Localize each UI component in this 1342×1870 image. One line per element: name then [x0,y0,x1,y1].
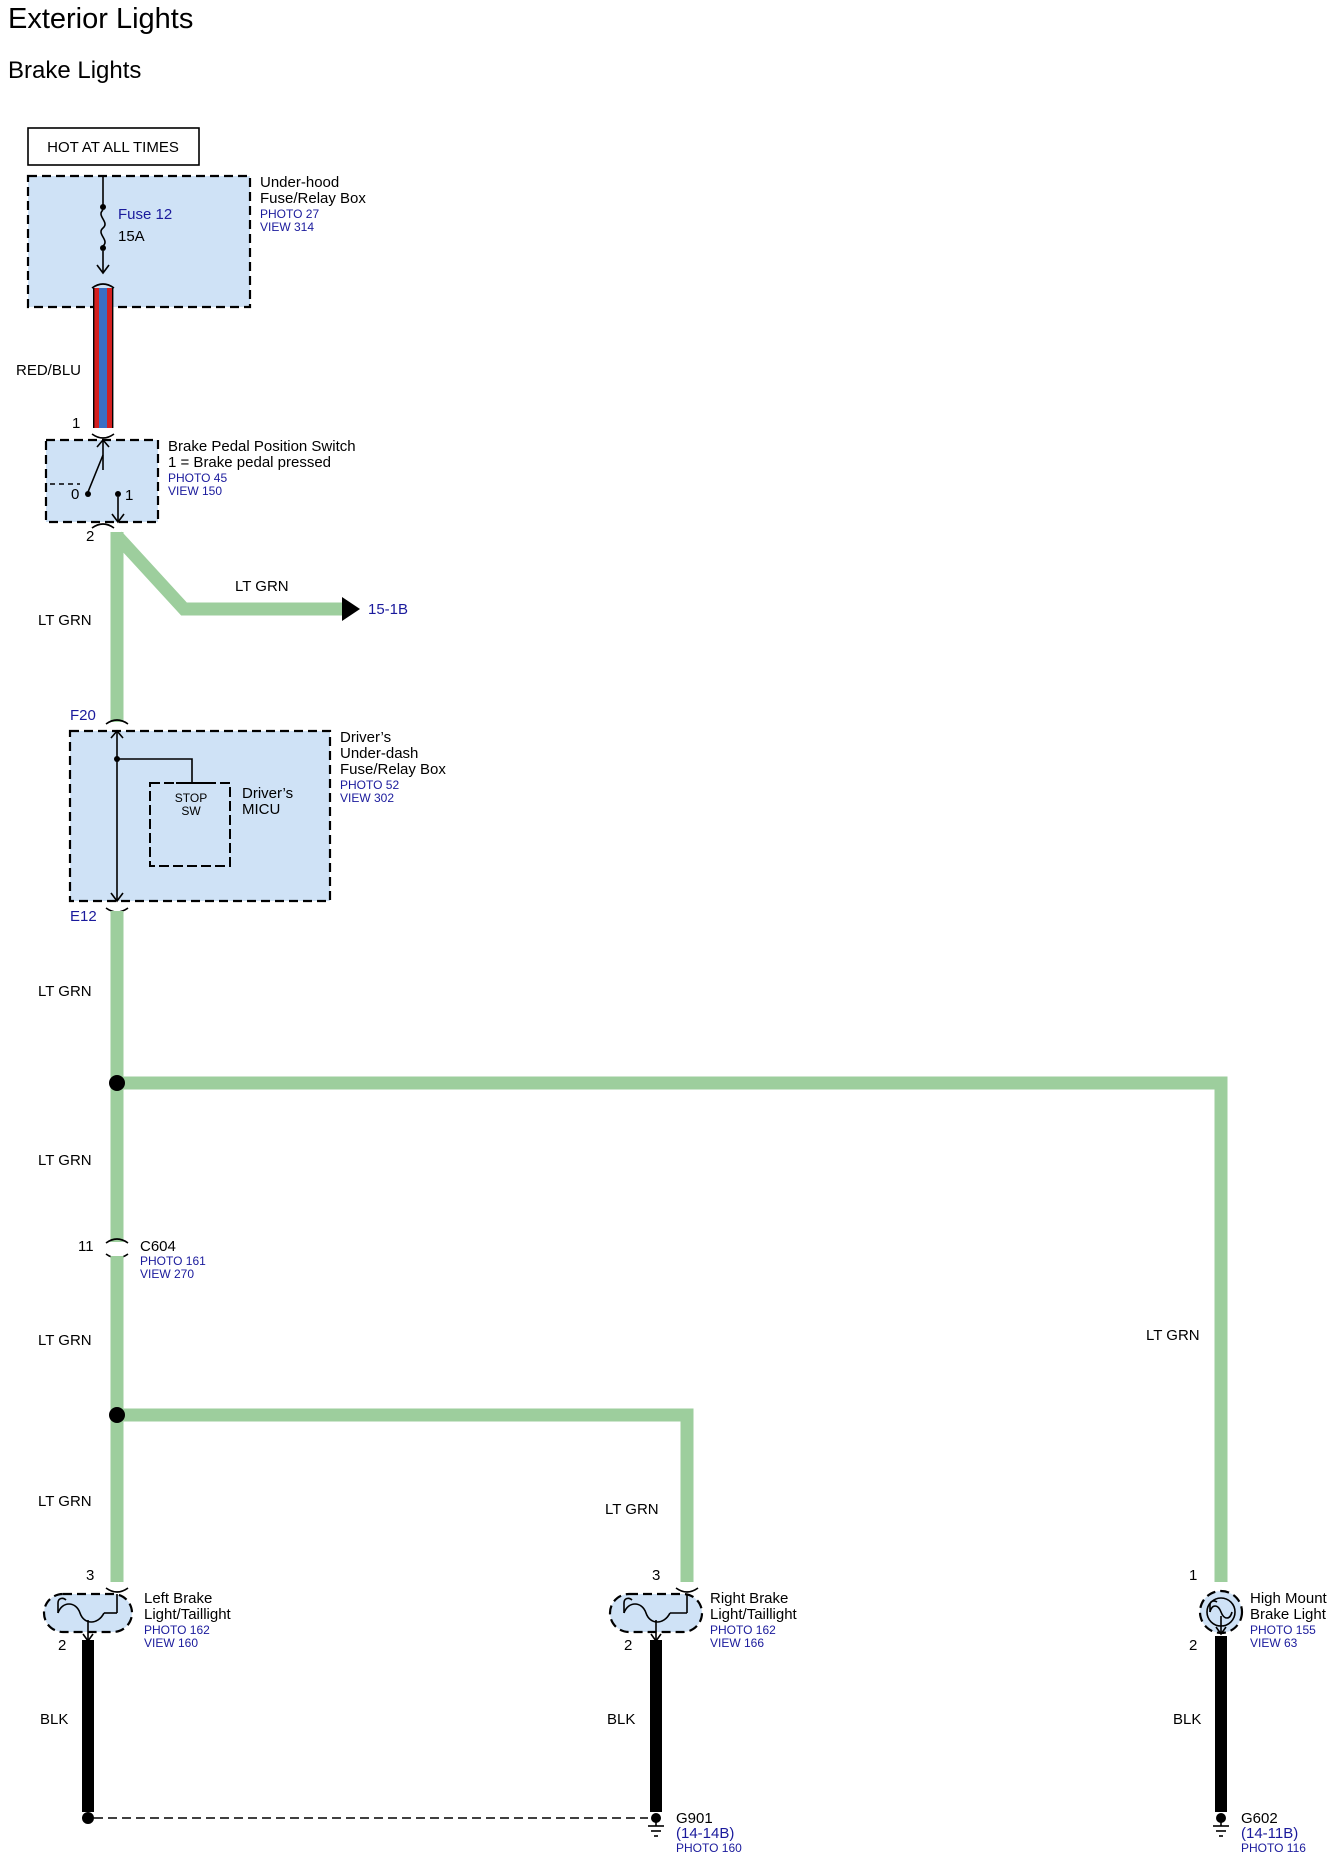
high-mount-name-line2: Brake Light [1250,1606,1327,1623]
left-light-name-line1: Left Brake [144,1590,212,1607]
switch-name-line1: Brake Pedal Position Switch [168,438,356,455]
power-source-label: HOT AT ALL TIMES [27,127,200,166]
switch-position-1: 1 [125,487,133,504]
fuse-rating: 15A [118,228,145,245]
wire-to-right-light [117,1408,694,1582]
switch-photo: PHOTO 45 [168,471,227,485]
switch-blade-icon [87,454,104,493]
connector-fuse-box-bottom [91,283,115,289]
dash-box-name-line1: Driver’s [340,729,391,746]
right-light-view: VIEW 166 [710,1636,764,1650]
micu-name-line2: MICU [242,801,280,818]
right-light-name-line2: Light/Taillight [710,1606,798,1623]
bulb-filament-icon [57,1603,105,1623]
right-light-photo: PHOTO 162 [710,1623,776,1637]
ground-g602-icon [1213,1813,1229,1837]
fuse-icon [100,209,106,247]
wire-label-lt-grn-4: LT GRN [38,1332,92,1349]
page-title: Exterior Lights [8,3,193,35]
left-light-pin-2: 2 [58,1637,66,1654]
ground-point-left [82,1812,94,1824]
high-mount-pin-1: 1 [1189,1567,1197,1584]
right-light-name-line1: Right Brake [710,1590,788,1607]
driver-underdash-fuse-box[interactable]: STOP SW Driver’s MICU [68,729,332,903]
splice-point-1 [109,1075,125,1091]
high-mount-photo: PHOTO 155 [1250,1623,1316,1637]
wire-label-lt-grn-3: LT GRN [38,1152,92,1169]
right-brake-light[interactable] [608,1587,704,1643]
bulb-filament-icon [1209,1605,1233,1619]
switch-view: VIEW 150 [168,484,222,498]
dash-box-name-line2: Under-dash [340,745,418,762]
g602-name: G602 [1241,1810,1278,1827]
stop-sw-line1: STOP [175,791,207,805]
c604-view: VIEW 270 [140,1267,194,1281]
right-light-pin-2: 2 [624,1637,632,1654]
g901-ref: (14-14B) [676,1825,734,1842]
wire-label-blk-left: BLK [40,1711,68,1728]
underhood-box-name-line2: Fuse/Relay Box [260,190,366,207]
wire-to-high-mount [117,1076,1228,1582]
power-source-text: HOT AT ALL TIMES [47,139,179,156]
branch-reference: 15-1B [368,601,408,618]
wire-label-red-blu: RED/BLU [16,362,81,379]
left-light-photo: PHOTO 162 [144,1623,210,1637]
c604-photo: PHOTO 161 [140,1254,206,1268]
branch-arrow-icon [342,597,360,621]
wire-label-lt-grn-5: LT GRN [38,1493,92,1510]
underhood-box-name-line1: Under-hood [260,174,339,191]
wire-label-lt-grn-high-mount: LT GRN [1146,1327,1200,1344]
left-brake-light[interactable] [42,1587,134,1643]
micu-name-line1: Driver’s [242,785,293,802]
g901-name: G901 [676,1810,713,1827]
wire-label-branch: LT GRN [235,578,289,595]
driver-micu: STOP SW [149,782,231,867]
brake-pedal-position-switch[interactable]: 0 1 [44,433,160,524]
stop-sw-line2: SW [181,804,201,818]
pin-arrow-icon [96,264,110,275]
wire-red-blu [93,288,114,428]
right-light-pin-3: 3 [652,1567,660,1584]
underhood-box-view: VIEW 314 [260,220,314,234]
left-light-name-line2: Light/Taillight [144,1606,232,1623]
ground-g901-icon [648,1813,664,1837]
dash-box-photo: PHOTO 52 [340,778,399,792]
wire-branch-to-15-1b [112,531,350,616]
wire-label-lt-grn-2: LT GRN [38,983,92,1000]
left-light-pin-3: 3 [86,1567,94,1584]
wire-label-lt-grn-right: LT GRN [605,1501,659,1518]
g602-photo: PHOTO 116 [1241,1841,1306,1855]
dash-box-view: VIEW 302 [340,791,394,805]
underhood-fuse-box[interactable]: Fuse 12 15A [26,174,252,309]
g602-ref: (14-11B) [1241,1825,1298,1842]
high-mount-brake-light[interactable] [1198,1589,1244,1636]
section-title: Brake Lights [8,57,141,84]
dash-box-pin-f20: F20 [70,707,96,724]
wire-label-blk-right: BLK [607,1711,635,1728]
dash-box-name-line3: Fuse/Relay Box [340,761,446,778]
bulb-filament-icon [623,1603,671,1623]
wire-label-blk-high-mount: BLK [1173,1711,1201,1728]
high-mount-view: VIEW 63 [1250,1636,1298,1650]
switch-pin-1: 1 [72,415,80,432]
switch-name-line2: 1 = Brake pedal pressed [168,454,331,471]
g901-photo: PHOTO 160 [676,1841,742,1855]
c604-name: C604 [140,1238,176,1255]
splice-point-2 [109,1407,125,1423]
switch-pin-2: 2 [86,528,94,545]
underhood-box-photo: PHOTO 27 [260,207,319,221]
left-light-view: VIEW 160 [144,1636,198,1650]
wire-label-lt-grn-1: LT GRN [38,612,92,629]
fuse-name: Fuse 12 [118,206,172,223]
switch-position-0: 0 [71,486,79,503]
high-mount-name-line1: High Mount [1250,1590,1328,1607]
c604-pin: 11 [78,1238,94,1255]
high-mount-pin-2: 2 [1189,1637,1197,1654]
dash-box-pin-e12: E12 [70,908,97,925]
